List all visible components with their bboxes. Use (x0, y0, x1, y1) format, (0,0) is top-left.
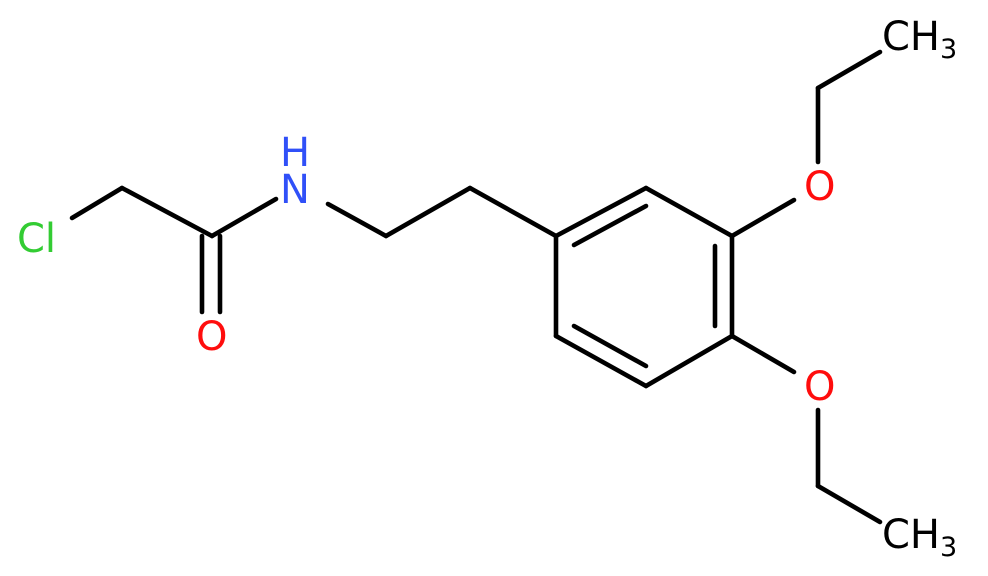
ch3-upper-text: CH (882, 14, 940, 60)
ring-bond-1-inner (571, 203, 649, 248)
atom-label-n: N (280, 167, 310, 213)
atom-label-o-ether-upper: O (804, 164, 835, 210)
atom-label-ch3-lower: CH3 (882, 512, 957, 563)
ring-bond-5-inner (571, 323, 649, 369)
atom-label-cl: Cl (17, 216, 56, 262)
ring-bond-2 (643, 185, 735, 239)
bond-ch2-ch2 (383, 185, 473, 239)
bond-ch2-ring (467, 185, 559, 239)
bond-ch2-carbonyl (119, 185, 215, 239)
atom-label-h: H (280, 130, 310, 176)
atom-label-o-ether-lower: O (804, 364, 835, 410)
atom-labels: Cl O N H O O CH3 CH3 (17, 14, 957, 563)
ch3-lower-subscript: 3 (940, 532, 957, 563)
atom-label-o-carbonyl: O (196, 314, 227, 360)
bond-ring-o-lower (729, 333, 797, 375)
ring-bond-4 (643, 333, 735, 389)
bonds (69, 49, 883, 525)
ch3-lower-text: CH (882, 512, 940, 558)
bond-carbonyl-n (209, 196, 279, 239)
ring-bond-1 (553, 185, 649, 239)
ring-bond-5 (553, 333, 649, 389)
ch3-upper-subscript: 3 (940, 34, 957, 65)
bond-ch2-ch3-lower (815, 483, 883, 525)
atom-label-ch3-upper: CH3 (882, 14, 957, 65)
bond-ch2-ch3-upper (815, 49, 883, 91)
bond-ring-o-upper (729, 197, 797, 239)
bond-cl-ch2 (69, 185, 125, 221)
bond-n-ch2 (325, 201, 389, 239)
